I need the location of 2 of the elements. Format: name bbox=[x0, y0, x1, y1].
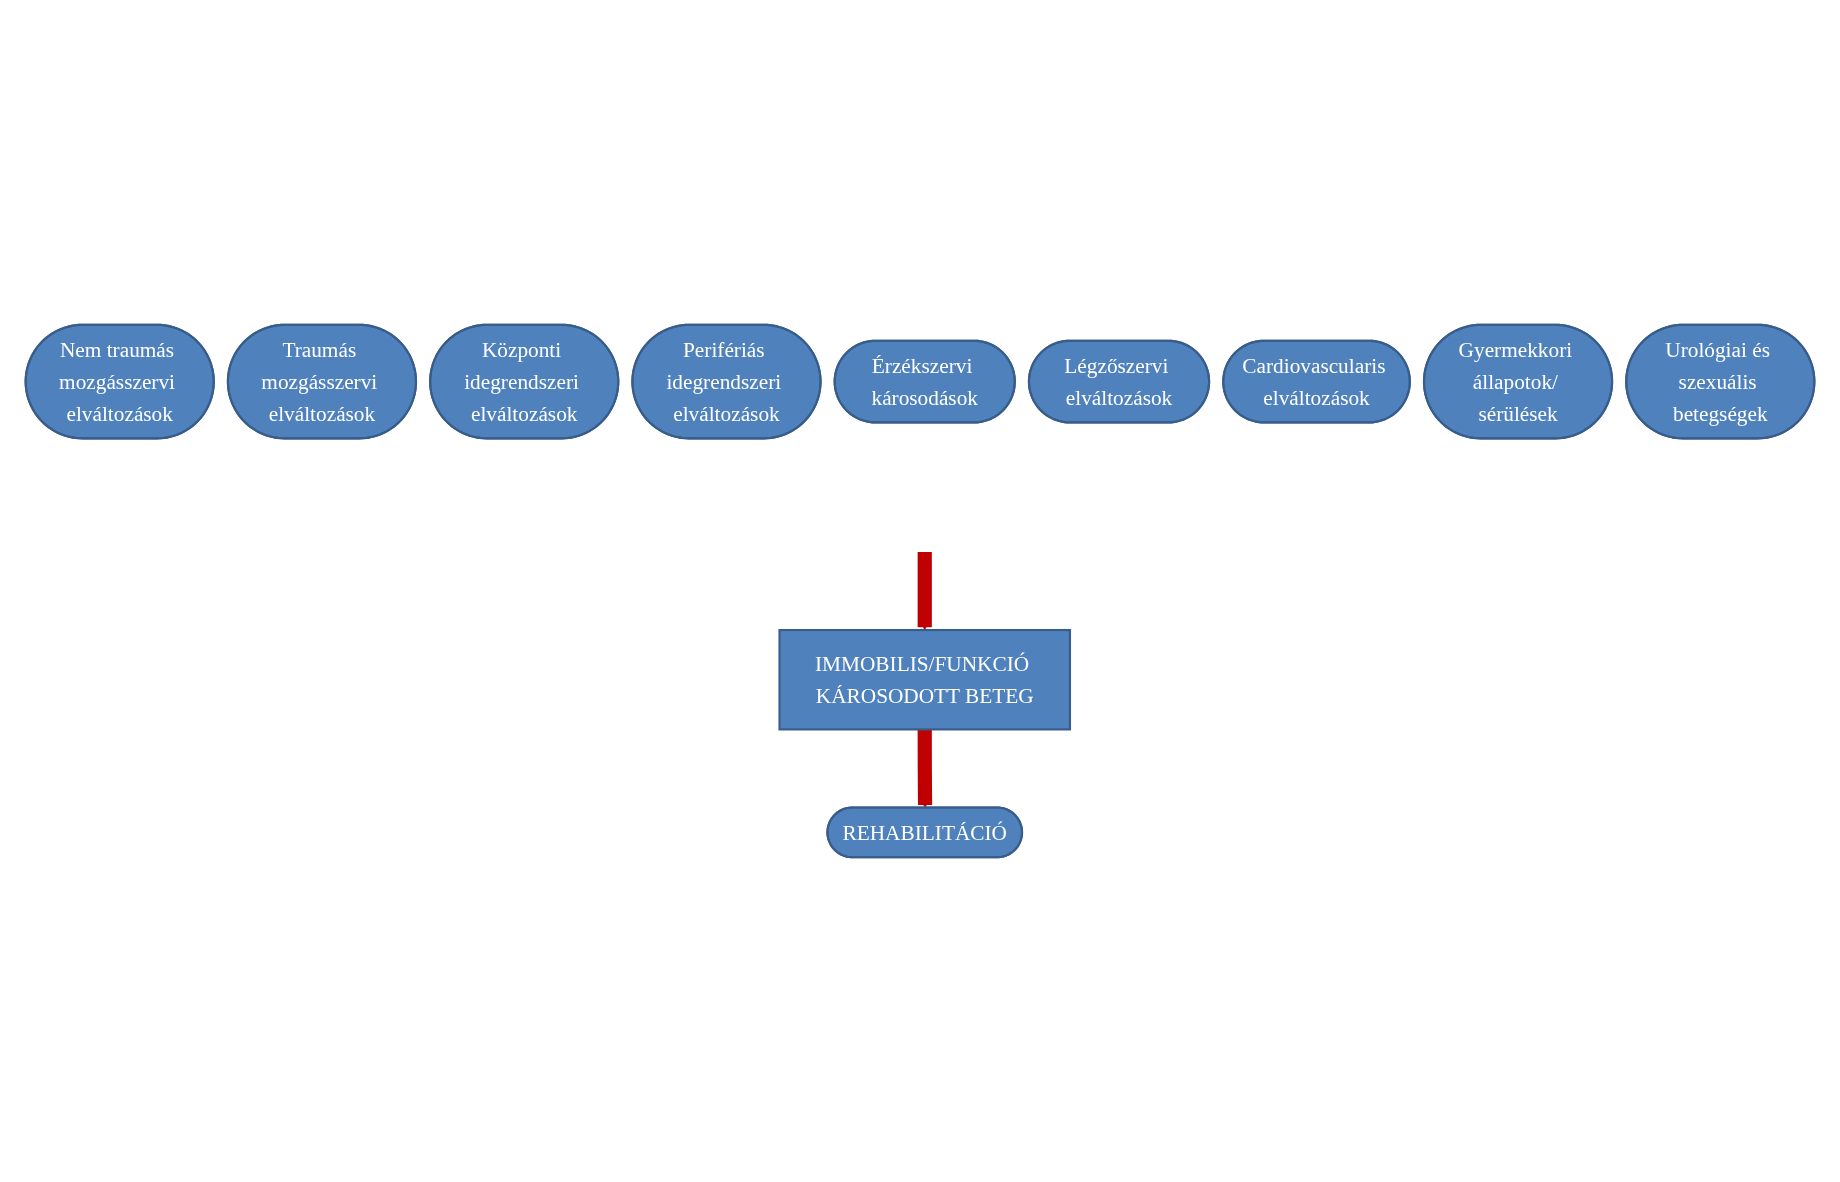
arrow bbox=[917, 551, 932, 631]
node-box: IMMOBILIS/FUNKCIÓ KÁROSODOTT BETEG bbox=[778, 628, 1072, 731]
